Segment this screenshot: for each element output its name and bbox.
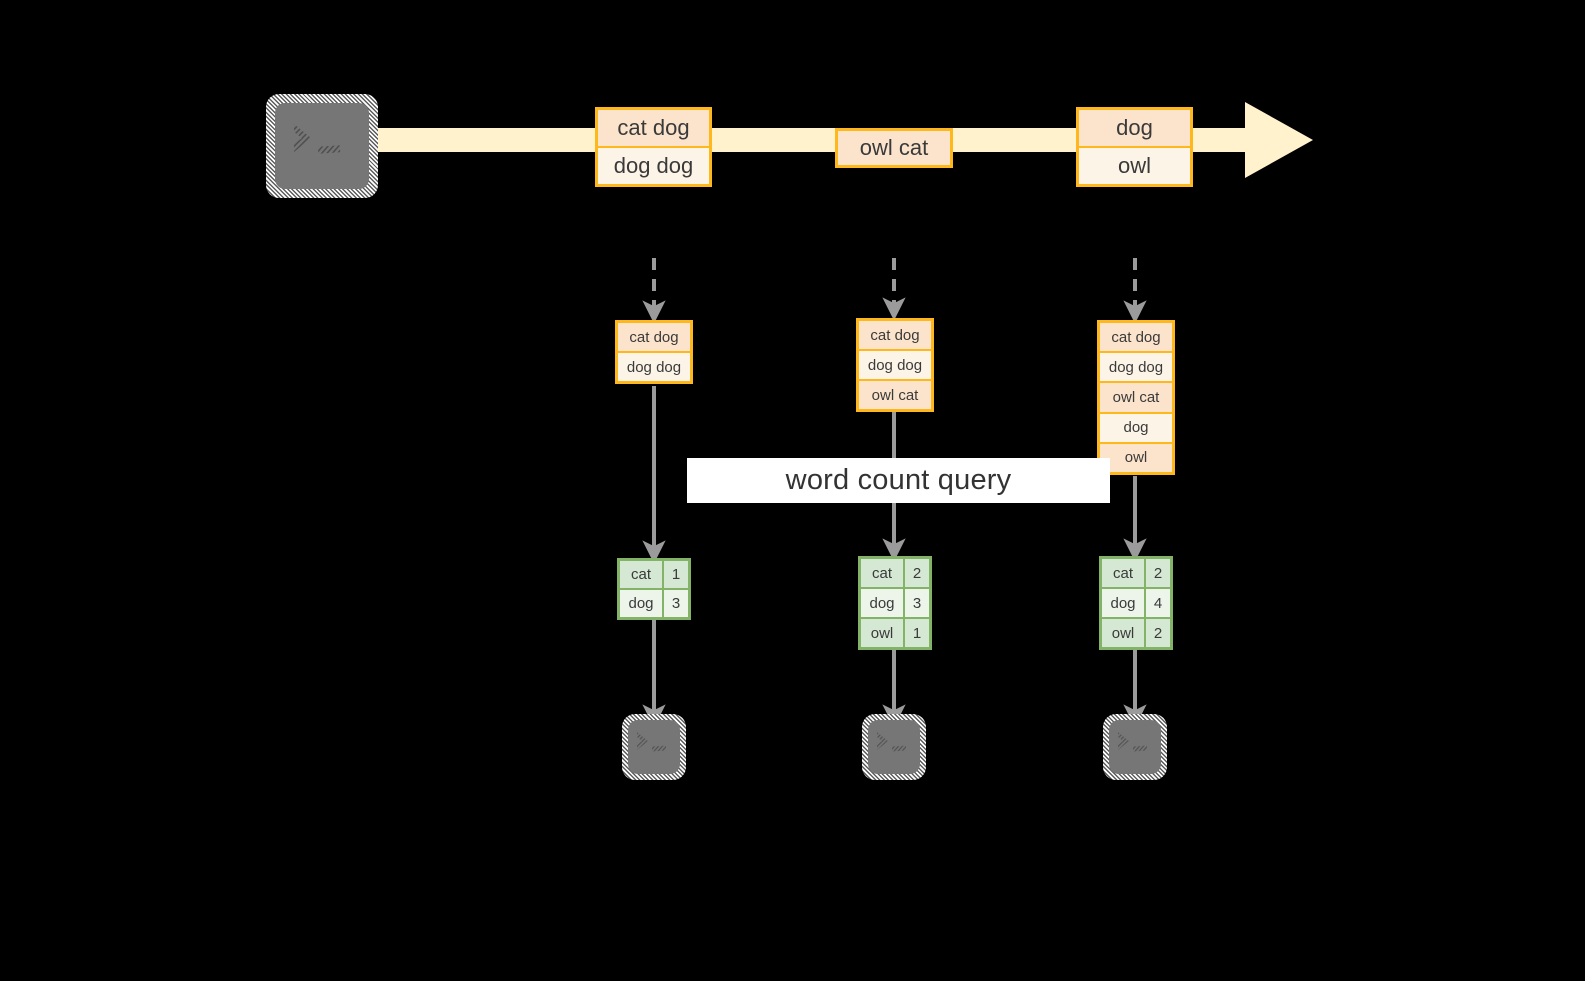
state-row: cat dog (859, 321, 931, 349)
result-count: 2 (903, 559, 929, 587)
terminal-prompt-glyph (637, 732, 667, 752)
terminal-prompt-glyph (1118, 732, 1148, 752)
result-word: cat (861, 559, 903, 587)
result-word: cat (1102, 559, 1144, 587)
stream-event-group-3: dog owl (1076, 107, 1193, 187)
stream-event: dog (1079, 110, 1190, 146)
result-count: 3 (662, 590, 688, 617)
stream-event: dog dog (598, 146, 709, 184)
result-word: dog (861, 589, 903, 617)
result-table-snapshot-3: cat 2 dog 4 owl 2 (1099, 556, 1173, 650)
source-terminal-icon (266, 94, 378, 198)
result-row: owl 1 (861, 617, 929, 647)
result-count: 2 (1144, 619, 1170, 647)
stream-event: owl cat (838, 131, 950, 165)
sink-terminal-icon-1 (622, 714, 686, 780)
result-row: cat 1 (620, 561, 688, 588)
state-row: owl cat (1100, 381, 1172, 412)
state-row: dog dog (1100, 351, 1172, 382)
sink-terminal-icon-2 (862, 714, 926, 780)
result-count: 3 (903, 589, 929, 617)
result-word: owl (861, 619, 903, 647)
state-stack-snapshot-3: cat dog dog dog owl cat dog owl (1097, 320, 1175, 475)
result-word: owl (1102, 619, 1144, 647)
result-row: dog 3 (861, 587, 929, 617)
result-row: dog 3 (620, 588, 688, 617)
state-row: dog dog (859, 349, 931, 379)
result-word: dog (620, 590, 662, 617)
result-count: 4 (1144, 589, 1170, 617)
result-table-snapshot-2: cat 2 dog 3 owl 1 (858, 556, 932, 650)
state-stack-snapshot-1: cat dog dog dog (615, 320, 693, 384)
sink-terminal-icon-3 (1103, 714, 1167, 780)
stream-event-group-1: cat dog dog dog (595, 107, 712, 187)
result-table-snapshot-1: cat 1 dog 3 (617, 558, 691, 620)
state-row: owl cat (859, 379, 931, 409)
result-word: dog (1102, 589, 1144, 617)
state-row: dog (1100, 411, 1172, 442)
result-row: cat 2 (861, 559, 929, 587)
stream-event-group-2: owl cat (835, 128, 953, 168)
result-word: cat (620, 561, 662, 588)
result-count: 1 (662, 561, 688, 588)
state-row: dog dog (618, 351, 690, 381)
stream-event: cat dog (598, 110, 709, 146)
terminal-prompt-glyph (294, 124, 341, 154)
result-row: owl 2 (1102, 617, 1170, 647)
query-banner-label: word count query (785, 464, 1012, 496)
state-row: owl (1100, 441, 1172, 473)
query-banner: word count query (687, 458, 1110, 503)
result-row: cat 2 (1102, 559, 1170, 587)
state-row: cat dog (618, 323, 690, 351)
state-stack-snapshot-2: cat dog dog dog owl cat (856, 318, 934, 412)
result-count: 1 (903, 619, 929, 647)
result-count: 2 (1144, 559, 1170, 587)
stream-event: owl (1079, 146, 1190, 184)
terminal-prompt-glyph (877, 732, 907, 752)
state-row: cat dog (1100, 323, 1172, 352)
result-row: dog 4 (1102, 587, 1170, 617)
